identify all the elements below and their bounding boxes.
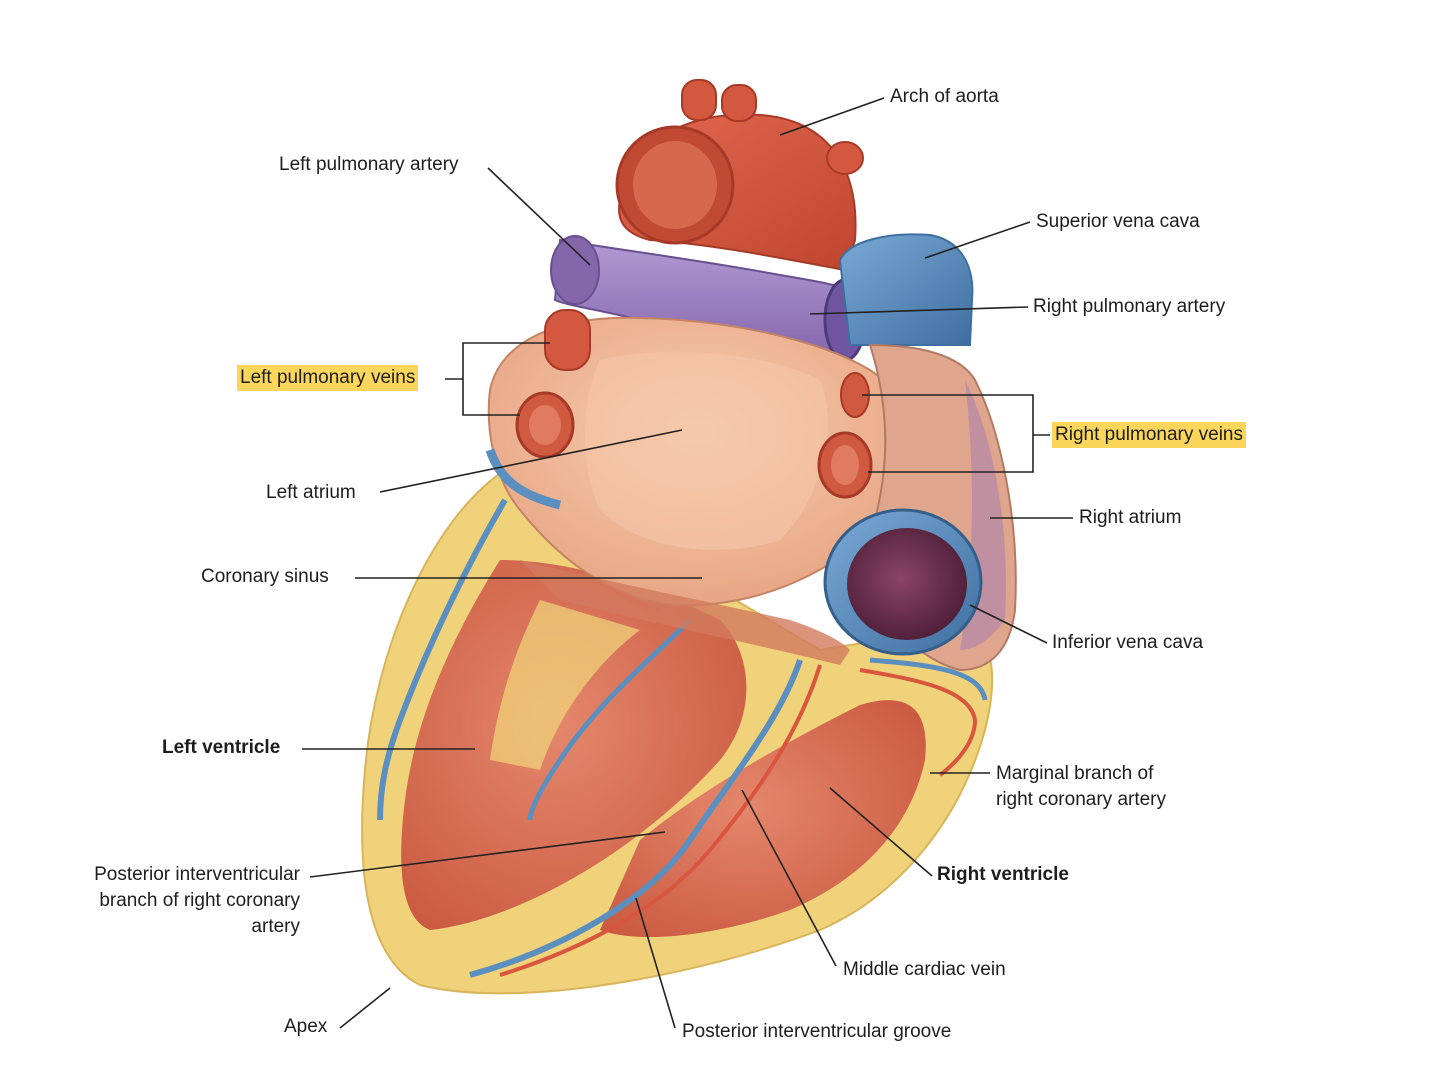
- label-right-pulmonary-artery: Right pulmonary artery: [1033, 296, 1226, 317]
- label-right-atrium: Right atrium: [1079, 507, 1182, 528]
- label-left-atrium: Left atrium: [266, 482, 356, 503]
- label-posterior-iv-groove: Posterior interventricular groove: [682, 1021, 952, 1042]
- leader-lines: [302, 97, 1073, 1029]
- superior-vena-cava: [838, 233, 974, 346]
- label-inferior-vena-cava: Inferior vena cava: [1052, 632, 1204, 653]
- label-marginal-branch-line2: right coronary artery: [996, 789, 1167, 810]
- label-left-pulmonary-artery: Left pulmonary artery: [279, 154, 459, 175]
- label-posterior-iv-branch-line1: Posterior interventricular: [94, 864, 300, 885]
- label-marginal-branch: Marginal branch of right coronary artery: [996, 761, 1226, 813]
- label-arch-of-aorta: Arch of aorta: [890, 86, 999, 107]
- label-right-ventricle: Right ventricle: [937, 864, 1069, 885]
- label-superior-vena-cava: Superior vena cava: [1036, 211, 1200, 232]
- label-marginal-branch-line1: Marginal branch of: [996, 763, 1154, 784]
- label-left-pulmonary-veins: Left pulmonary veins: [237, 365, 419, 391]
- label-left-ventricle: Left ventricle: [162, 737, 281, 758]
- label-apex: Apex: [284, 1016, 328, 1037]
- label-right-pulmonary-veins: Right pulmonary veins: [1052, 422, 1246, 448]
- label-posterior-iv-branch-line2: branch of right coronary: [99, 890, 300, 911]
- label-posterior-iv-branch: Posterior interventricular branch of rig…: [50, 862, 300, 940]
- label-posterior-iv-branch-line3: artery: [251, 916, 300, 937]
- label-middle-cardiac-vein: Middle cardiac vein: [843, 959, 1006, 980]
- label-coronary-sinus: Coronary sinus: [201, 566, 329, 587]
- left-ventricle-muscle: [401, 560, 747, 930]
